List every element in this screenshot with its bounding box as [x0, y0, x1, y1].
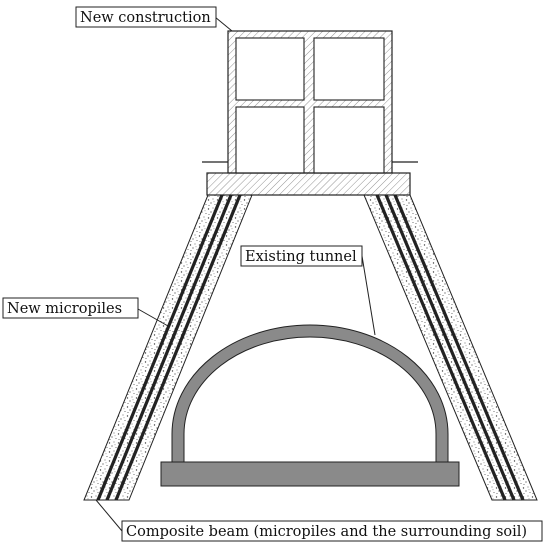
label-existing-tunnel-text: Existing tunnel [245, 249, 357, 265]
leader-lines [95, 16, 376, 532]
new-construction-building [202, 30, 418, 196]
label-new-construction: New construction [75, 6, 217, 28]
label-new-micropiles-text: New micropiles [7, 301, 122, 317]
label-new-micropiles: New micropiles [2, 297, 139, 319]
label-new-construction-text: New construction [80, 10, 211, 26]
left-composite-beam [83, 194, 253, 501]
right-composite-beam [363, 194, 538, 501]
existing-tunnel [160, 324, 460, 487]
label-composite-beam: Composite beam (micropiles and the surro… [121, 520, 543, 542]
label-composite-beam-text: Composite beam (micropiles and the surro… [126, 524, 527, 540]
label-existing-tunnel: Existing tunnel [240, 245, 363, 267]
